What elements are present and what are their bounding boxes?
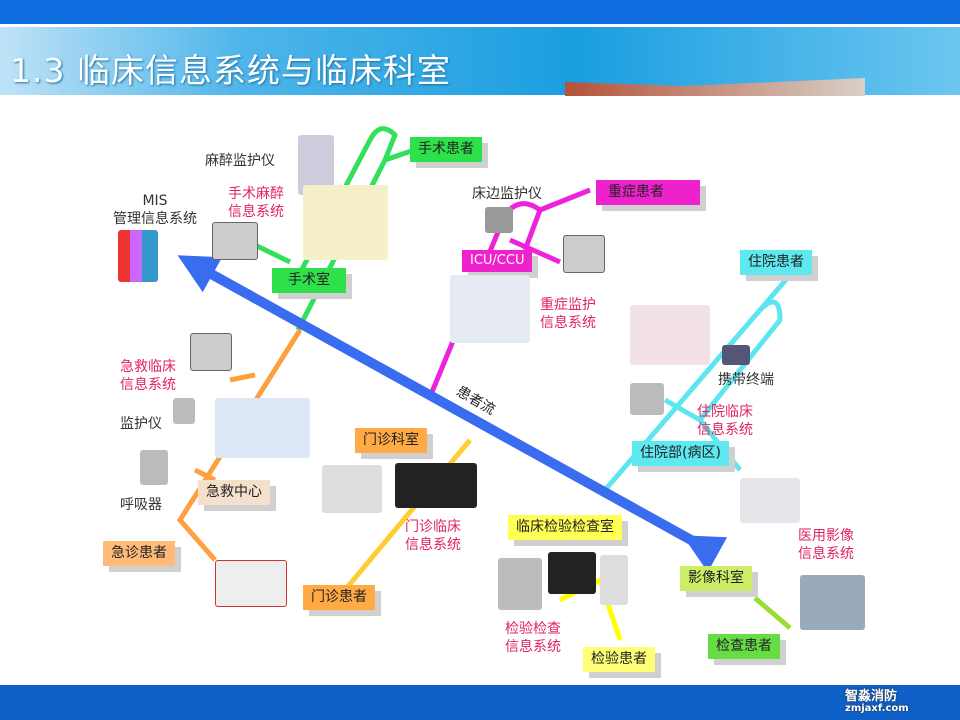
- surgery-patient-box: 手术患者: [410, 137, 482, 162]
- monitor-icon: [173, 398, 195, 424]
- outpatient-dept-box: 门诊科室: [355, 428, 427, 453]
- computer-icon: [630, 383, 664, 415]
- operating-room-box: 手术室: [272, 268, 346, 293]
- critical-patient-box: 重症患者: [596, 180, 700, 205]
- laptop-icon: [190, 333, 232, 371]
- lab-device-icon: [600, 555, 628, 605]
- laptop-icon: [212, 222, 258, 260]
- emergency-patient-box: 急诊患者: [103, 541, 175, 566]
- doctor-desk-image: [322, 465, 382, 513]
- ward-nurse-image: [630, 305, 710, 365]
- lab-computer-icon: [498, 558, 542, 610]
- portable-terminal-label: 携带终端: [718, 372, 774, 388]
- ventilator-icon: [140, 450, 168, 485]
- exam-patient-box: 检查患者: [708, 634, 780, 659]
- patient-flow-arrow: [177, 255, 728, 573]
- ambulance-stretcher-image: [215, 398, 310, 458]
- ambulance-icon: [215, 560, 287, 607]
- imaging-room-image: [800, 575, 865, 630]
- bedside-monitor-icon: [485, 207, 513, 233]
- portable-terminal-icon: [722, 345, 750, 365]
- ct-scanner-icon: [740, 478, 800, 523]
- icu-ccu-box: ICU/CCU: [462, 250, 533, 272]
- laptop-icon: [563, 235, 605, 273]
- anesthesia-monitor-label: 麻醉监护仪: [205, 153, 275, 169]
- imaging-system-label: 医用影像信息系统: [798, 528, 854, 562]
- lab-room-box: 临床检验检查室: [508, 515, 622, 540]
- inpatient-patient-box: 住院患者: [740, 250, 812, 275]
- emergency-system-label: 急救临床信息系统: [120, 359, 176, 393]
- monitor-label: 监护仪: [120, 416, 162, 432]
- lab-patient-box: 检验患者: [583, 647, 655, 672]
- page-title: 1.3 临床信息系统与临床科室: [10, 51, 451, 90]
- top-bar: [0, 0, 960, 24]
- outpatient-system-label: 门诊临床信息系统: [405, 519, 461, 553]
- inpatient-system-label: 住院临床信息系统: [697, 404, 753, 438]
- bedside-monitor-label: 床边监护仪: [472, 186, 542, 202]
- icu-bed-image: [450, 275, 530, 343]
- outpatient-patient-box: 门诊患者: [303, 585, 375, 610]
- operating-room-image: [303, 185, 388, 260]
- mis-buildings-icon: [118, 230, 158, 282]
- surgery-system-label: 手术麻醉信息系统: [228, 186, 284, 220]
- lab-analyzer-icon: [548, 552, 596, 594]
- emergency-center-box: 急救中心: [198, 480, 270, 505]
- inpatient-ward-box: 住院部(病区): [632, 441, 729, 466]
- queue-display-board: [395, 463, 477, 508]
- imaging-line: [753, 596, 792, 630]
- footer-bar: [0, 685, 960, 720]
- icu-system-label: 重症监护信息系统: [540, 297, 596, 331]
- ventilator-label: 呼吸器: [120, 497, 162, 513]
- imaging-dept-box: 影像科室: [680, 566, 752, 591]
- lab-system-label: 检验检查信息系统: [505, 621, 561, 655]
